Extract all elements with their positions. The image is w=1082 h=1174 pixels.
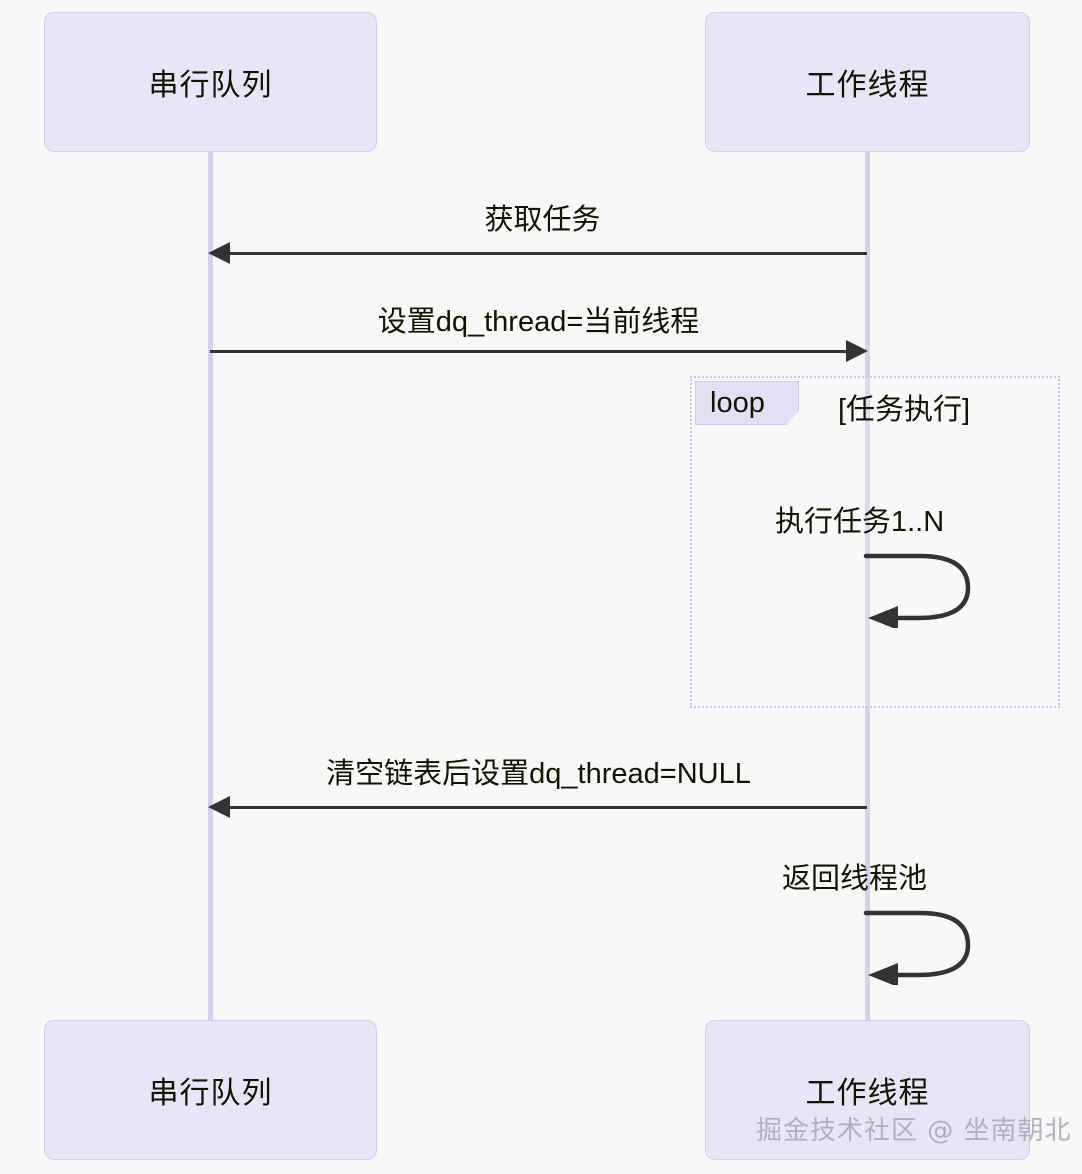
participant-box-worker-thread-bottom[interactable]: 工作线程 [705,1020,1030,1160]
participant-box-serial-queue-top[interactable]: 串行队列 [44,12,377,152]
self-message-label-return-to-pool: 返回线程池 [782,863,928,895]
message-text: 设置dq_thread=当前线程 [377,306,700,338]
participant-label: 串行队列 [148,1077,273,1110]
message-label-clear-list-set-null: 清空链表后设置dq_thread=NULL [0,750,1082,792]
message-text: 获取任务 [484,204,601,236]
participant-box-worker-thread-top[interactable]: 工作线程 [705,12,1030,152]
lifeline-serial-queue [208,152,213,1020]
loop-keyword-label: loop [710,386,765,419]
lifeline-worker-thread [865,152,870,1020]
self-message-arrow-return-to-pool [860,905,990,990]
participant-label: 工作线程 [805,69,930,102]
participant-label: 工作线程 [805,1077,930,1110]
message-label-set-dq-thread: 设置dq_thread=当前线程 [0,298,1082,340]
message-label-get-task: 获取任务 [4,196,1082,238]
loop-condition-label: [任务执行] [838,394,971,426]
message-line-get-task [222,252,867,255]
loop-keyword-tag: loop [695,381,799,425]
message-text: 清空链表后设置dq_thread=NULL [326,758,751,790]
participant-label: 串行队列 [148,69,273,102]
participant-box-serial-queue-bottom[interactable]: 串行队列 [44,1020,377,1160]
loop-frame [690,376,1060,708]
arrowhead-right-icon [846,340,868,362]
self-message-arrow-execute-tasks [860,548,990,633]
arrowhead-left-icon [208,242,230,264]
watermark-text: 掘金技术社区 @ 坐南朝北 [756,1116,1072,1146]
message-line-clear-list-set-null [222,806,867,809]
self-message-label-execute-tasks: 执行任务1..N [775,506,945,538]
arrowhead-left-icon [208,796,230,818]
message-line-set-dq-thread [210,350,846,353]
